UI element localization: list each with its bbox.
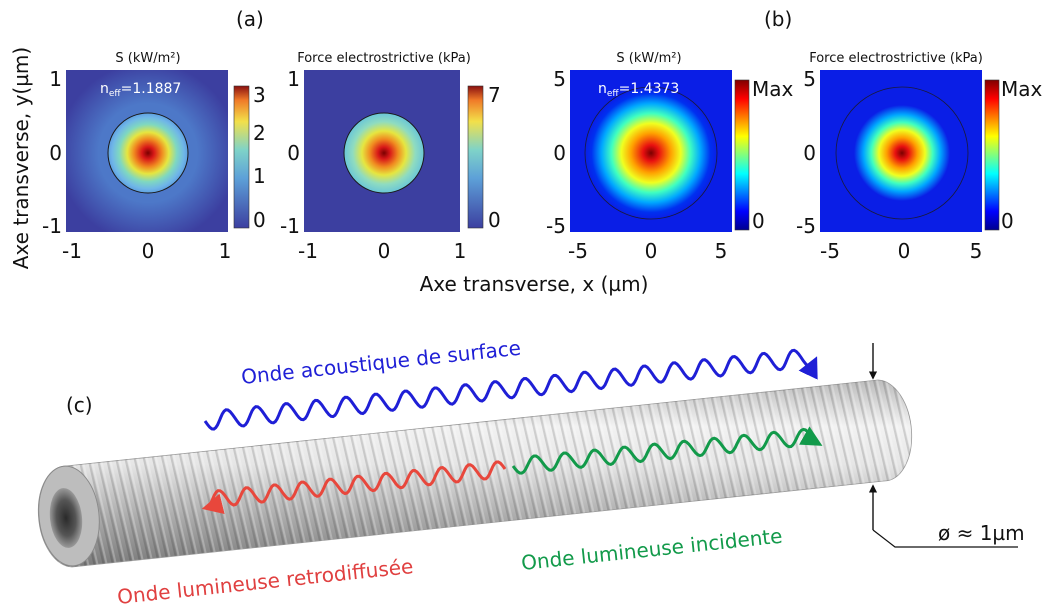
panel-3-neff: neff=1.4373 [598,81,679,99]
panel-3-ytick: 5 [553,67,566,91]
panel-3-fiber-outline [584,86,718,220]
panel-2-xtick: 1 [454,239,467,263]
panel-3-cbar-tick: 0 [752,209,765,233]
panel-4: Force electrostrictive (kPa) Max 0 5 0 -… [796,51,1042,263]
panel-4-title: Force electrostrictive (kPa) [809,51,983,66]
panel-4-fiber-outline [835,86,969,220]
panel-1-cbar-tick: 1 [253,164,266,188]
panel-1-field-map [66,70,228,232]
panel-3-xtick: 5 [715,239,728,263]
panel-3-xtick: 0 [645,239,658,263]
panel-4-mode-spot [854,105,950,201]
panel-1-ytick: -1 [42,214,62,238]
panel-4-xtick: 5 [970,239,983,263]
panel-1-xtick: 0 [142,239,155,263]
panel-1-title: S (kW/m²) [115,51,180,66]
panel-2-xtick: -1 [298,239,318,263]
panel-1-ytick: 0 [49,141,62,165]
panel-3-colorbar [734,79,750,231]
panel-1-cbar-tick: 0 [253,208,266,232]
panel-label-a: (a) [236,7,264,31]
panel-1: S (kW/m²) neff=1.1887 3 2 1 0 1 0 -1 -1 … [42,51,266,263]
panel-3-cbar-tick: Max [752,77,794,101]
panel-4-cbar-tick: Max [1001,77,1043,101]
diameter-label: ø ≈ 1µm [938,521,1025,545]
panel-4-ytick: -5 [796,214,816,238]
panel-4-cbar-tick: 0 [1001,209,1014,233]
panel-2-ytick: -1 [280,214,300,238]
y-axis-label: Axe transverse, y(µm) [9,47,33,269]
panel-label-c: (c) [66,393,93,417]
panel-4-ytick: 5 [803,67,816,91]
panel-1-cbar-tick: 3 [253,83,266,107]
panel-3-xtick: -5 [568,239,588,263]
panel-2-xtick: 0 [378,239,391,263]
fiber-illustration [37,379,913,568]
fiber-core-hole [49,488,83,548]
incident-wave [511,426,823,475]
panel-1-xtick: -1 [62,239,82,263]
panel-1-cbar-tick: 2 [253,121,266,145]
panel-2: Force electrostrictive (kPa) 7 0 1 0 -1 … [280,51,501,263]
panel-4-colorbar [984,79,1000,231]
acoustic-wave [203,348,818,431]
panel-3-ytick: 0 [553,141,566,165]
panel-3-mode-spot [585,87,717,219]
backscattered-wave [201,460,507,515]
acoustic-wave-label: Onde acoustique de surface [240,336,522,389]
panel-label-b: (b) [764,7,792,31]
panel-3-title: S (kW/m²) [616,51,681,66]
panel-1-neff: neff=1.1887 [100,81,181,99]
panel-2-ytick: 1 [287,67,300,91]
fiber-ribs [38,380,912,567]
x-axis-label: Axe transverse, x (µm) [420,272,649,296]
panel-3: S (kW/m²) neff=1.4373 Max 0 5 0 -5 -5 0 … [546,51,793,263]
panel-2-ytick: 0 [287,141,300,165]
panel-4-xtick: -5 [820,239,840,263]
panel-3-ytick: -5 [546,214,566,238]
panel-4-ytick: 0 [803,141,816,165]
incident-wave-label: Onde lumineuse incidente [520,524,783,575]
panel-2-cbar-tick: 0 [488,208,501,232]
backscattered-wave-label: Onde lumineuse retrodiffusée [116,554,414,607]
diameter-leader [872,529,1018,548]
panel-1-ytick: 1 [49,67,62,91]
panel-2-field-map [304,70,460,232]
panel-2-cbar-tick: 7 [488,83,501,107]
panel-2-colorbar [467,85,484,229]
panel-2-title: Force electrostrictive (kPa) [297,51,471,66]
panel-1-colorbar [233,85,250,229]
panel-4-xtick: 0 [898,239,911,263]
panel-1-xtick: 1 [219,239,232,263]
